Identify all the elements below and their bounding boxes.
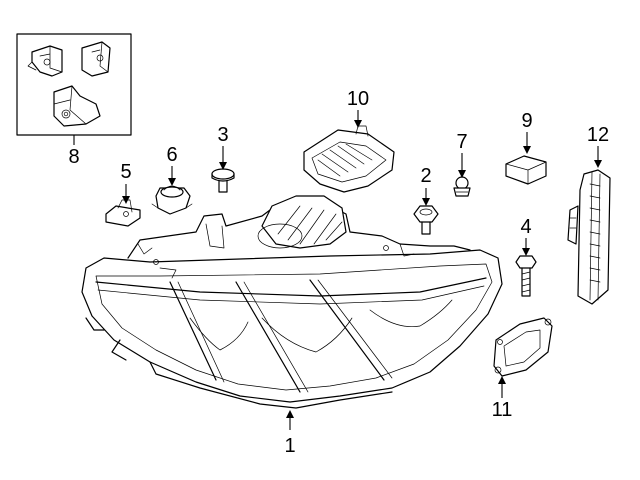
block-9-drawing bbox=[505, 155, 547, 185]
control-module-drawing bbox=[303, 125, 395, 193]
callout-10: 10 bbox=[347, 88, 369, 110]
callout-9: 9 bbox=[521, 110, 532, 132]
speed-nut-5-drawing bbox=[105, 199, 141, 227]
callout-2: 2 bbox=[420, 165, 431, 187]
bracket-lower-drawing bbox=[53, 85, 101, 127]
callout-8: 8 bbox=[68, 146, 79, 168]
bolt-4-drawing bbox=[515, 255, 537, 297]
adjuster-7-drawing bbox=[453, 176, 471, 197]
cover-12-drawing bbox=[567, 169, 611, 305]
leader-arrows bbox=[73, 110, 602, 430]
callout-6: 6 bbox=[166, 144, 177, 166]
bracket-left-drawing bbox=[27, 45, 63, 77]
callout-labels: 1 2 3 4 5 6 7 8 9 10 11 12 bbox=[68, 88, 609, 457]
callout-7: 7 bbox=[456, 131, 467, 153]
callout-5: 5 bbox=[120, 161, 131, 183]
screw-3-drawing bbox=[211, 168, 235, 193]
bracket-kit-box bbox=[16, 33, 132, 136]
callout-1: 1 bbox=[284, 435, 295, 457]
headlamp-assembly-drawing bbox=[81, 195, 503, 409]
callout-3: 3 bbox=[217, 124, 228, 146]
bracket-11-drawing bbox=[493, 317, 553, 377]
callout-12: 12 bbox=[587, 124, 609, 146]
callout-11: 11 bbox=[492, 399, 513, 421]
clip-mount-6-drawing bbox=[151, 185, 193, 215]
bolt-2-drawing bbox=[413, 205, 439, 235]
callout-4: 4 bbox=[520, 216, 531, 238]
bracket-right-drawing bbox=[81, 41, 111, 77]
